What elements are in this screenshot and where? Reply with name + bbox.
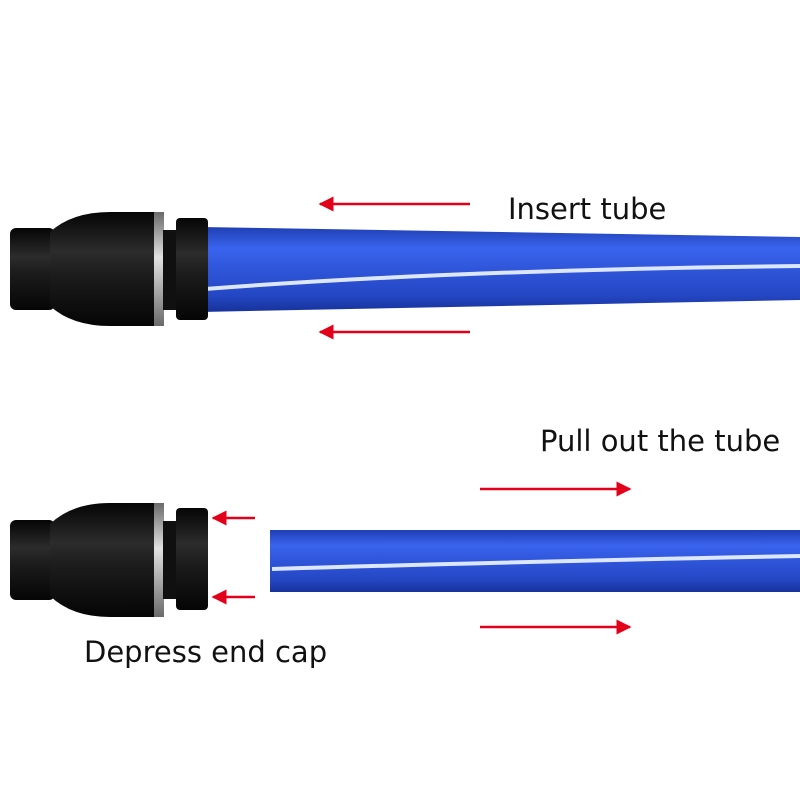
top-fitting-collet-ring <box>154 212 164 326</box>
top-fitting-hex-nut <box>10 228 55 310</box>
bottom-fitting-collet-ring <box>154 503 164 617</box>
top-fitting-end-cap <box>176 218 208 320</box>
insert-tube-label: Insert tube <box>508 192 667 226</box>
top-tube <box>200 227 800 312</box>
bottom-fitting-hex-nut <box>10 520 55 600</box>
top-tube-body <box>200 227 800 312</box>
bottom-tube <box>270 530 800 592</box>
pull-out-tube-label: Pull out the tube <box>540 424 781 458</box>
bottom-fitting-end-cap <box>176 508 208 610</box>
bottom-fitting-body <box>50 503 158 617</box>
top-fitting-body <box>50 212 158 326</box>
bottom-scene <box>10 481 800 635</box>
top-fitting-neck <box>163 230 177 310</box>
top-tube-highlight <box>204 264 800 291</box>
top-fitting <box>10 212 208 326</box>
depress-end-cap-label: Depress end cap <box>84 635 328 669</box>
top-scene <box>10 196 800 340</box>
bottom-tube-highlight <box>271 554 800 571</box>
bottom-fitting <box>10 503 208 617</box>
bottom-fitting-neck <box>163 521 177 599</box>
